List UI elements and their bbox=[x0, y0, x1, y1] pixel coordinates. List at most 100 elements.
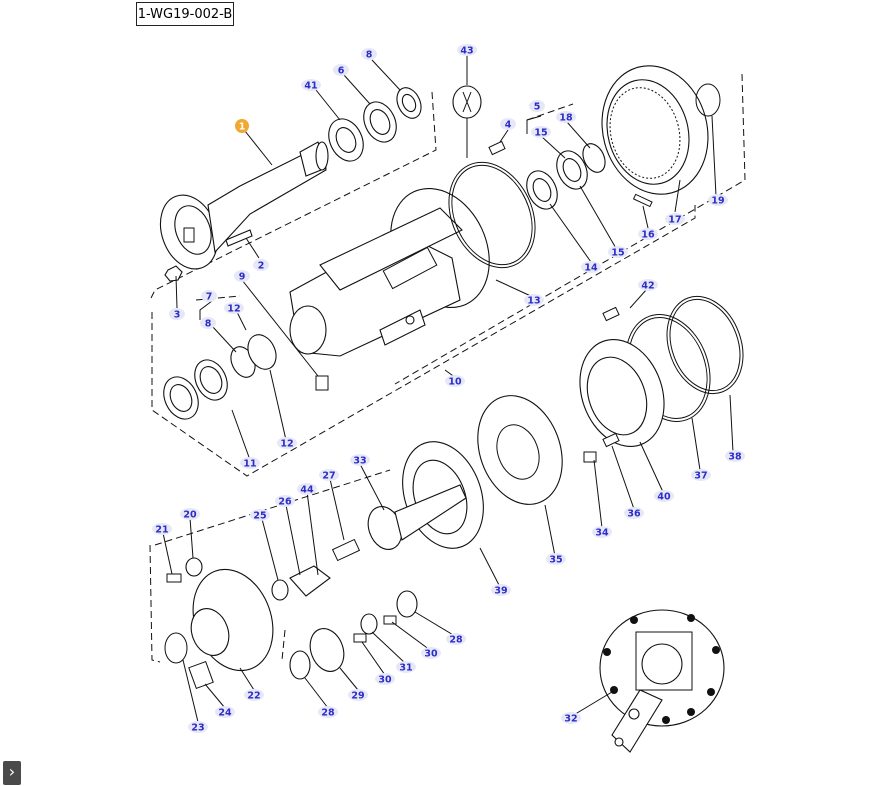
callout-13[interactable]: 13 bbox=[524, 294, 544, 307]
ring-gear bbox=[601, 65, 709, 195]
callout-42[interactable]: 42 bbox=[638, 279, 658, 292]
svg-text:12: 12 bbox=[227, 304, 240, 315]
svg-text:33: 33 bbox=[353, 456, 366, 467]
callout-40[interactable]: 40 bbox=[654, 490, 674, 503]
callout-6[interactable]: 6 bbox=[333, 64, 349, 77]
callout-36[interactable]: 36 bbox=[624, 507, 644, 520]
svg-text:10: 10 bbox=[448, 377, 462, 388]
gasket-ring bbox=[448, 161, 536, 269]
callout-39[interactable]: 39 bbox=[491, 584, 511, 597]
callout-33[interactable]: 33 bbox=[350, 454, 370, 467]
callout-21[interactable]: 21 bbox=[152, 523, 172, 536]
callout-31[interactable]: 31 bbox=[396, 661, 416, 674]
callout-19[interactable]: 19 bbox=[708, 194, 728, 207]
small-pins bbox=[583, 306, 620, 463]
callout-30-right[interactable]: 30 bbox=[421, 647, 441, 660]
callout-23[interactable]: 23 bbox=[188, 721, 208, 734]
callout-44[interactable]: 44 bbox=[297, 483, 317, 496]
svg-text:25: 25 bbox=[253, 511, 266, 522]
upper-bearings bbox=[328, 87, 422, 162]
callout-38[interactable]: 38 bbox=[725, 450, 745, 463]
svg-text:1: 1 bbox=[239, 122, 246, 133]
callout-12-upper[interactable]: 12 bbox=[224, 302, 244, 315]
svg-text:21: 21 bbox=[155, 525, 168, 536]
sun-gear-shaft bbox=[367, 484, 467, 550]
svg-text:2: 2 bbox=[258, 261, 265, 272]
callout-20[interactable]: 20 bbox=[180, 508, 200, 521]
callout-32[interactable]: 32 bbox=[561, 712, 581, 725]
plug-43 bbox=[452, 85, 482, 119]
svg-text:44: 44 bbox=[300, 485, 314, 496]
svg-text:18: 18 bbox=[559, 113, 573, 124]
svg-text:8: 8 bbox=[366, 50, 373, 61]
svg-text:36: 36 bbox=[627, 509, 641, 520]
svg-text:15: 15 bbox=[611, 248, 624, 259]
callout-34[interactable]: 34 bbox=[592, 526, 612, 539]
bolt-and-nut bbox=[164, 229, 253, 282]
callout-27[interactable]: 27 bbox=[319, 469, 339, 482]
callout-14[interactable]: 14 bbox=[581, 261, 601, 274]
callout-16[interactable]: 16 bbox=[638, 228, 658, 241]
svg-text:43: 43 bbox=[460, 46, 473, 57]
callout-24[interactable]: 24 bbox=[215, 706, 235, 719]
planet-carrier bbox=[164, 568, 274, 690]
svg-text:15: 15 bbox=[534, 128, 547, 139]
pin-4 bbox=[488, 140, 506, 156]
svg-text:6: 6 bbox=[338, 66, 345, 77]
callout-17[interactable]: 17 bbox=[665, 213, 685, 226]
snap-ring-19 bbox=[695, 83, 721, 117]
callout-30-left[interactable]: 30 bbox=[375, 673, 395, 686]
svg-text:17: 17 bbox=[668, 215, 681, 226]
lower-bearings bbox=[163, 334, 277, 420]
callout-3[interactable]: 3 bbox=[169, 308, 185, 321]
svg-text:20: 20 bbox=[183, 510, 197, 521]
svg-text:12: 12 bbox=[280, 439, 293, 450]
wheel-bearings bbox=[526, 143, 606, 210]
svg-text:13: 13 bbox=[527, 296, 540, 307]
svg-text:42: 42 bbox=[641, 281, 654, 292]
callout-11[interactable]: 11 bbox=[240, 457, 260, 470]
svg-text:40: 40 bbox=[657, 492, 671, 503]
chevron-right-icon: › bbox=[8, 762, 16, 781]
callout-25[interactable]: 25 bbox=[250, 509, 270, 522]
callout-12-lower[interactable]: 12 bbox=[277, 437, 297, 450]
svg-text:41: 41 bbox=[304, 81, 317, 92]
callout-28-left[interactable]: 28 bbox=[318, 706, 338, 719]
callout-37[interactable]: 37 bbox=[691, 469, 711, 482]
output-shaft bbox=[159, 141, 329, 270]
callout-7[interactable]: 7 bbox=[201, 290, 217, 303]
group-frames bbox=[149, 73, 746, 663]
svg-text:4: 4 bbox=[505, 120, 512, 131]
callout-9[interactable]: 9 bbox=[234, 270, 250, 283]
svg-text:23: 23 bbox=[191, 723, 204, 734]
callout-18[interactable]: 18 bbox=[556, 111, 576, 124]
svg-text:38: 38 bbox=[728, 452, 742, 463]
callout-29[interactable]: 29 bbox=[348, 689, 368, 702]
callout-28-right[interactable]: 28 bbox=[446, 633, 466, 646]
svg-text:14: 14 bbox=[584, 263, 598, 274]
svg-text:9: 9 bbox=[239, 272, 246, 283]
callout-15-upper[interactable]: 15 bbox=[531, 126, 551, 139]
callout-8-upper[interactable]: 8 bbox=[361, 48, 377, 61]
callout-15-lower[interactable]: 15 bbox=[608, 246, 628, 259]
svg-text:39: 39 bbox=[494, 586, 507, 597]
svg-text:5: 5 bbox=[534, 102, 541, 113]
leader-lines bbox=[162, 55, 734, 723]
callout-1[interactable]: 1 bbox=[235, 119, 249, 133]
expand-panel-button[interactable]: › bbox=[3, 761, 21, 785]
callout-41[interactable]: 41 bbox=[301, 79, 321, 92]
callout-35[interactable]: 35 bbox=[546, 553, 566, 566]
callout-5[interactable]: 5 bbox=[529, 100, 545, 113]
callout-26[interactable]: 26 bbox=[275, 495, 295, 508]
callout-43[interactable]: 43 bbox=[457, 44, 477, 57]
svg-text:30: 30 bbox=[378, 675, 392, 686]
callouts: 1 2 3 4 5 6 7 8 8 9 10 11 12 12 13 14 15… bbox=[152, 44, 745, 734]
callout-10[interactable]: 10 bbox=[445, 375, 465, 388]
callout-2[interactable]: 2 bbox=[253, 259, 269, 272]
pin-16 bbox=[632, 193, 653, 208]
svg-text:19: 19 bbox=[711, 196, 724, 207]
callout-8-lower[interactable]: 8 bbox=[200, 317, 216, 330]
callout-22[interactable]: 22 bbox=[244, 689, 264, 702]
callout-4[interactable]: 4 bbox=[500, 118, 516, 131]
